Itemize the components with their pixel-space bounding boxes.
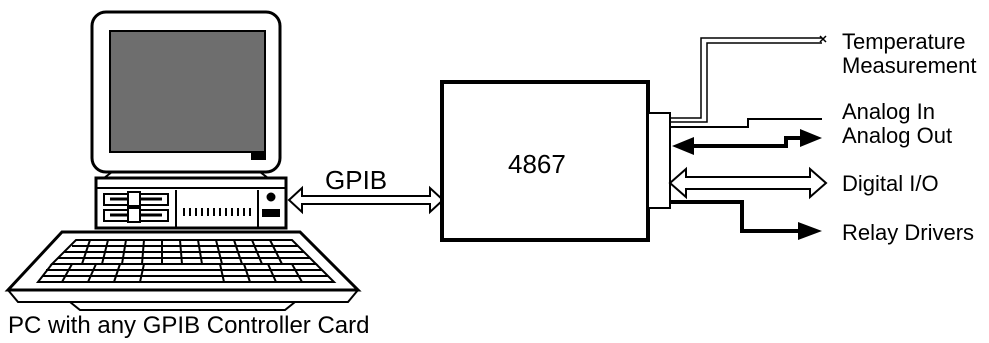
analog-in-label: Analog In <box>842 99 935 124</box>
monitor <box>90 10 282 179</box>
monitor-power-led <box>251 153 266 160</box>
keyboard <box>4 230 362 311</box>
analog-out-label: Analog Out <box>842 123 953 148</box>
analog-out-arrow <box>672 129 822 155</box>
drive-slot <box>262 209 280 217</box>
pc-computer <box>4 10 362 311</box>
temperature-wire <box>670 35 827 123</box>
device-4867-label: 4867 <box>508 149 566 179</box>
keyboard-keys <box>35 239 337 283</box>
relay-drivers-arrow <box>670 200 822 240</box>
temperature-label-line1: Temperature <box>842 29 966 54</box>
device-connector <box>647 112 671 209</box>
device-4867-box <box>440 80 650 242</box>
digital-io-label: Digital I/O <box>842 171 939 196</box>
monitor-screen <box>109 30 266 153</box>
system-unit <box>94 176 288 230</box>
analog-in-line <box>670 118 822 128</box>
front-vents <box>183 208 251 216</box>
gpib-label: GPIB <box>325 165 388 195</box>
digital-io-arrow <box>668 166 828 200</box>
pc-caption: PC with any GPIB Controller Card <box>8 312 370 339</box>
temperature-label-line2: Measurement <box>842 53 977 78</box>
relay-drivers-label: Relay Drivers <box>842 220 975 245</box>
power-button <box>266 192 276 202</box>
